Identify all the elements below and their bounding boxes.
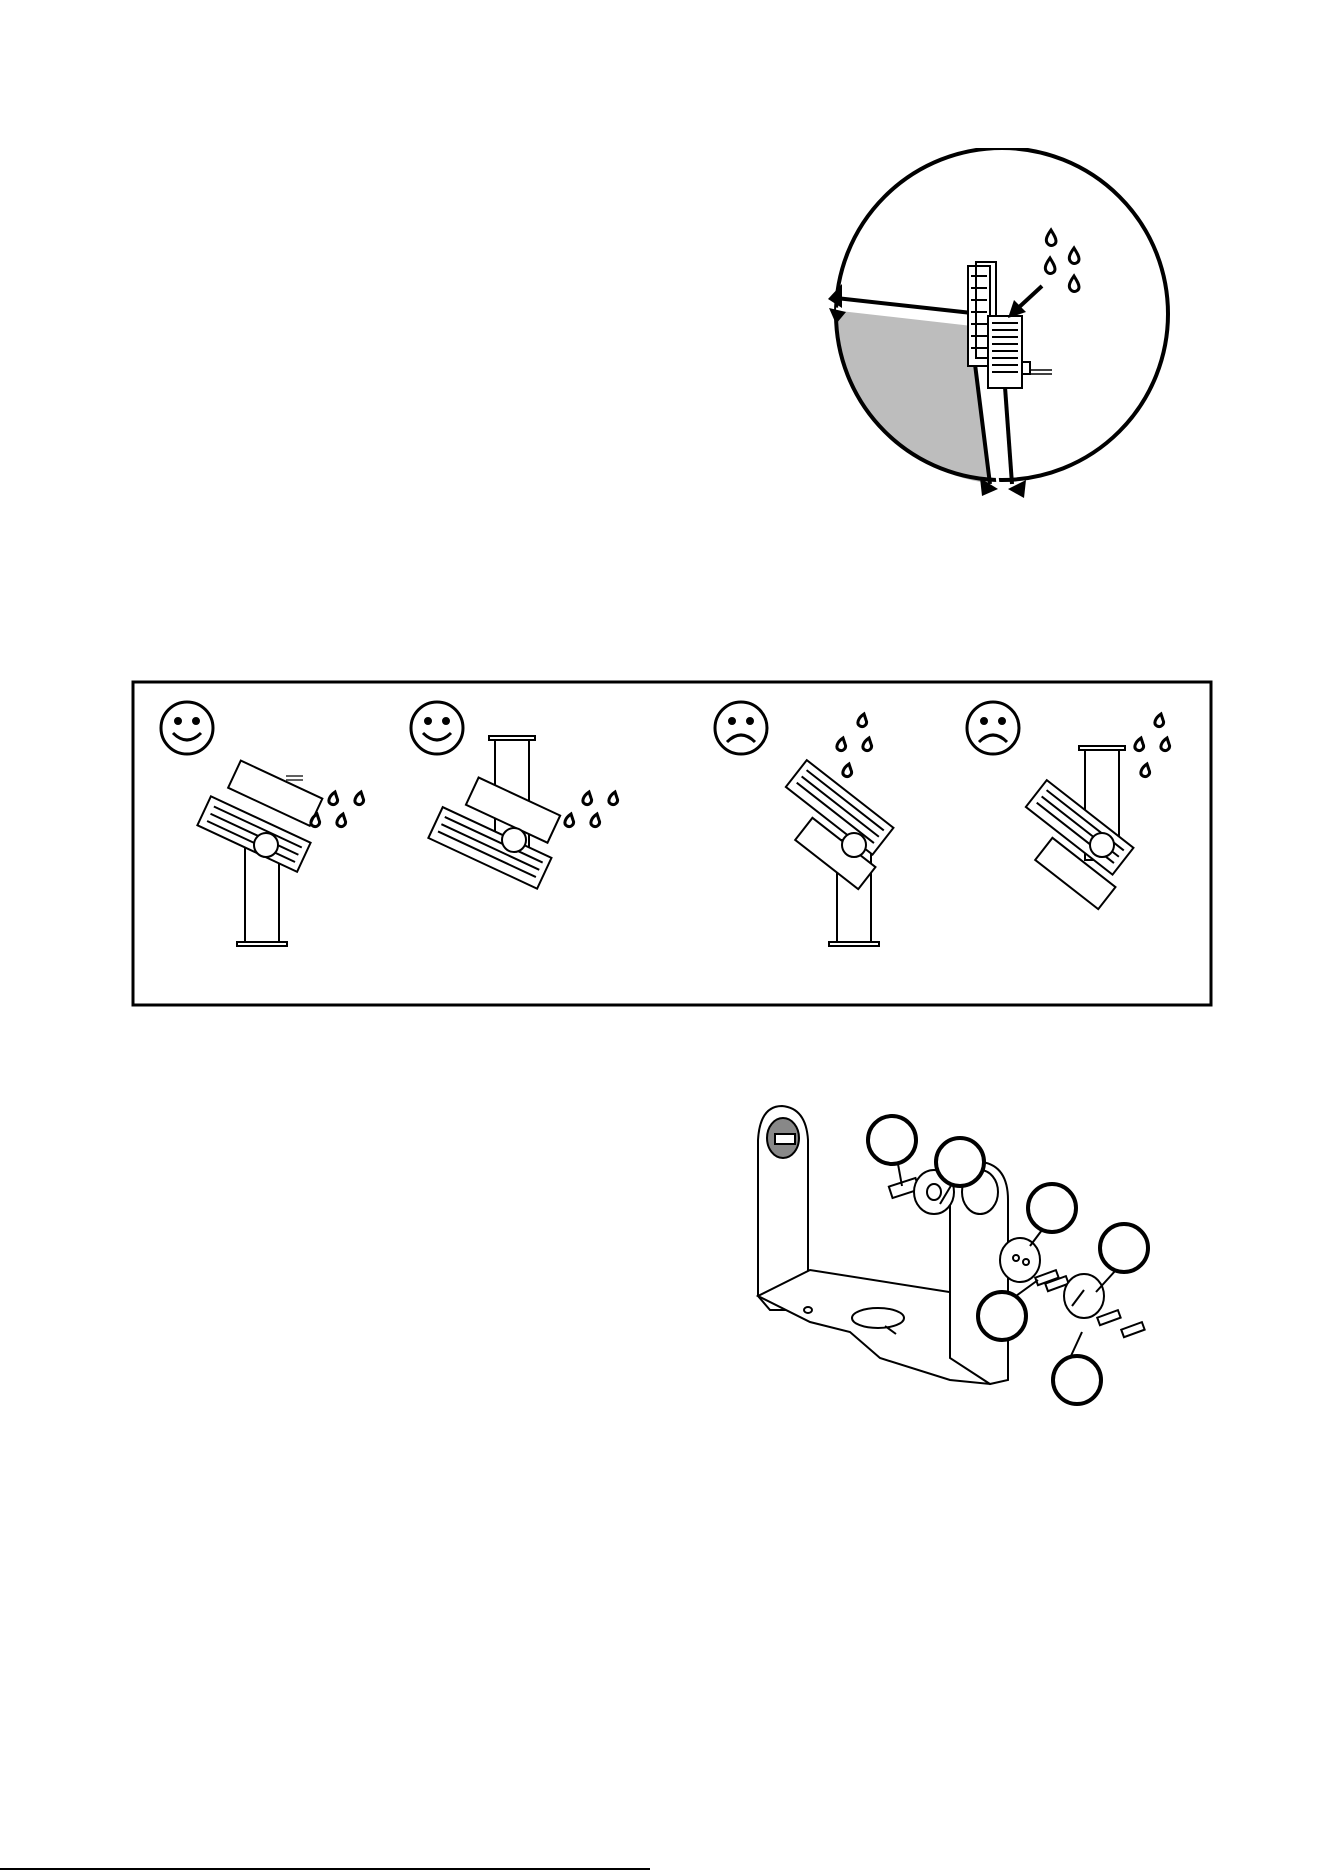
footer-rule bbox=[0, 1868, 650, 1870]
arrow-icon bbox=[1008, 286, 1042, 318]
callout-4 bbox=[1100, 1224, 1148, 1272]
callout-5 bbox=[978, 1292, 1026, 1340]
luminaire-icon bbox=[968, 262, 1052, 388]
water-drop-icon bbox=[1045, 230, 1079, 291]
callout-2 bbox=[936, 1138, 984, 1186]
boundary-line-bottom-right bbox=[1004, 373, 1012, 484]
mounting-angle-diagram bbox=[820, 148, 1180, 500]
callout-1 bbox=[868, 1116, 916, 1164]
callout-6 bbox=[1053, 1356, 1101, 1404]
orientation-panel bbox=[131, 680, 1213, 1010]
callout-3 bbox=[1028, 1184, 1076, 1232]
u-bracket-exploded-view bbox=[750, 1100, 1170, 1440]
